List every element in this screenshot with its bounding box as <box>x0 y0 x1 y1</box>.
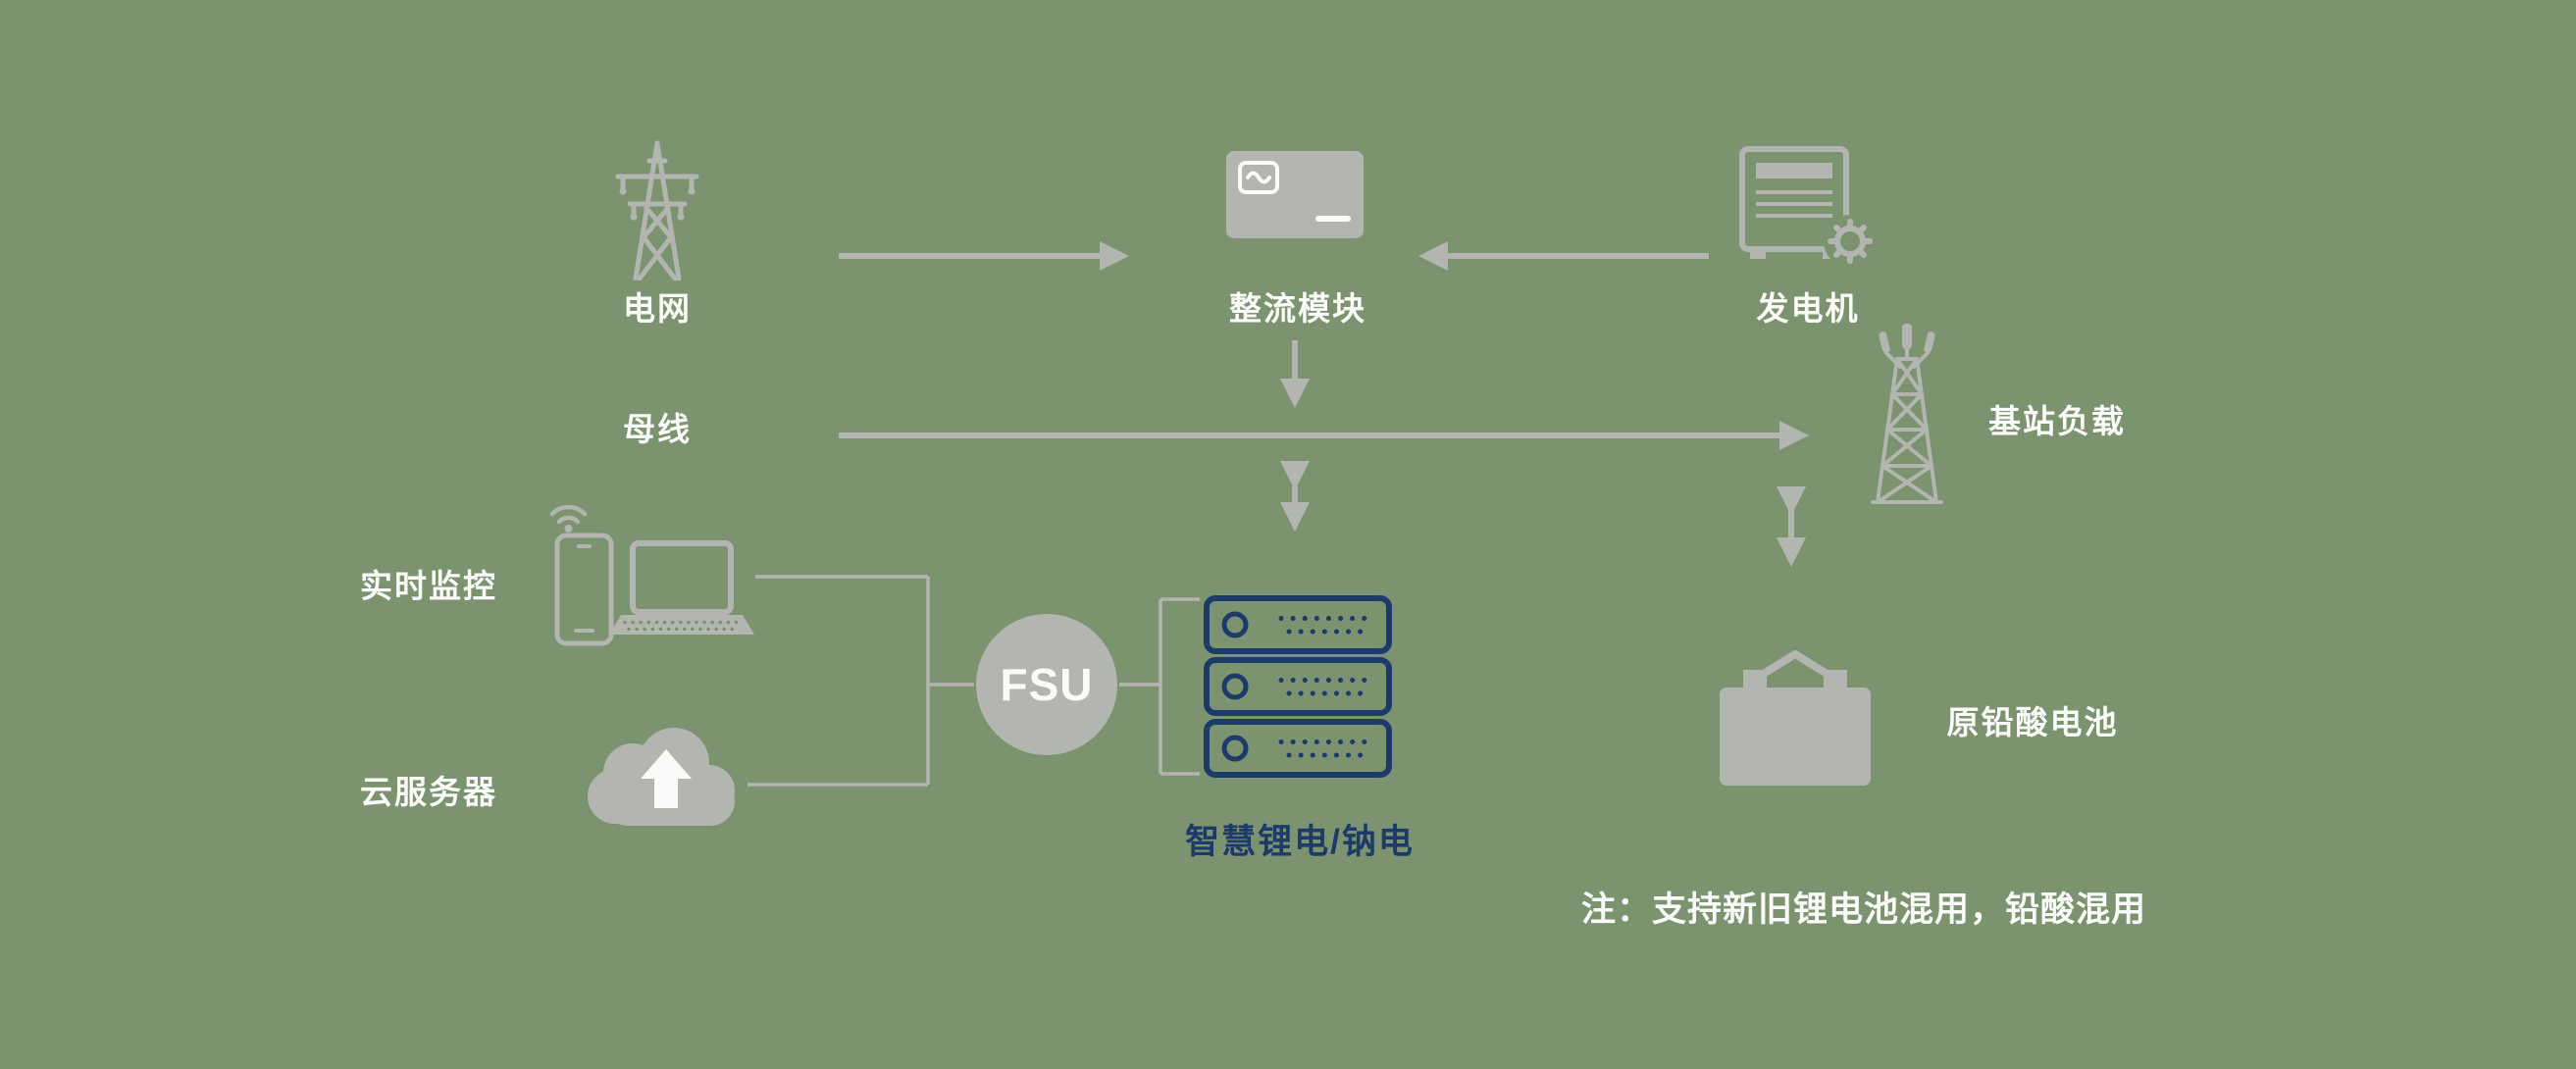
rectifier-module-icon <box>1226 151 1364 238</box>
power-grid-tower-icon <box>615 140 699 280</box>
battery-terminal <box>1743 670 1767 689</box>
grid-label: 电网 <box>623 290 692 327</box>
fsu-label: FSU <box>1000 659 1094 710</box>
cloud-server-icon <box>588 728 735 826</box>
battery-rack <box>1204 595 1392 654</box>
lead-acid-battery-label: 原铅酸电池 <box>1946 704 2119 740</box>
laptop-icon <box>609 540 754 635</box>
generator-icon <box>1739 146 1877 268</box>
monitoring-devices-icon <box>549 505 754 646</box>
wifi-dot <box>564 525 573 533</box>
lead-acid-battery-icon <box>1720 650 1871 786</box>
note-text: 注：支持新旧锂电池混用，铅酸混用 <box>1581 891 2147 929</box>
bus-label: 母线 <box>623 411 692 447</box>
battery-body <box>1720 687 1871 786</box>
gear-icon <box>1828 219 1873 264</box>
smartphone-icon <box>554 533 614 646</box>
battery-rack <box>1204 719 1392 778</box>
base-station-load-label: 基站负载 <box>1988 403 2126 439</box>
upload-arrow-icon <box>641 749 692 808</box>
battery-terminal <box>1824 670 1847 689</box>
realtime-monitoring-label: 实时监控 <box>360 568 497 604</box>
battery-rack <box>1204 657 1392 716</box>
cloud-server-label: 云服务器 <box>360 774 497 810</box>
fsu-node: FSU <box>976 614 1117 755</box>
rectifier-label: 整流模块 <box>1229 290 1366 327</box>
ac-wave-icon <box>1246 171 1271 184</box>
monitoring-to-fsu-lines <box>747 575 974 787</box>
generator-label: 发电机 <box>1756 290 1860 327</box>
battery-handle <box>1750 650 1840 684</box>
ac-symbol-box <box>1238 161 1279 194</box>
smart-battery-racks-icon <box>1204 595 1392 778</box>
fsu-to-racks-bracket <box>1119 597 1200 776</box>
smart-battery-label: 智慧锂电/钠电 <box>1185 823 1415 861</box>
wifi-icon <box>549 505 588 525</box>
base-station-tower-icon <box>1871 324 1943 504</box>
